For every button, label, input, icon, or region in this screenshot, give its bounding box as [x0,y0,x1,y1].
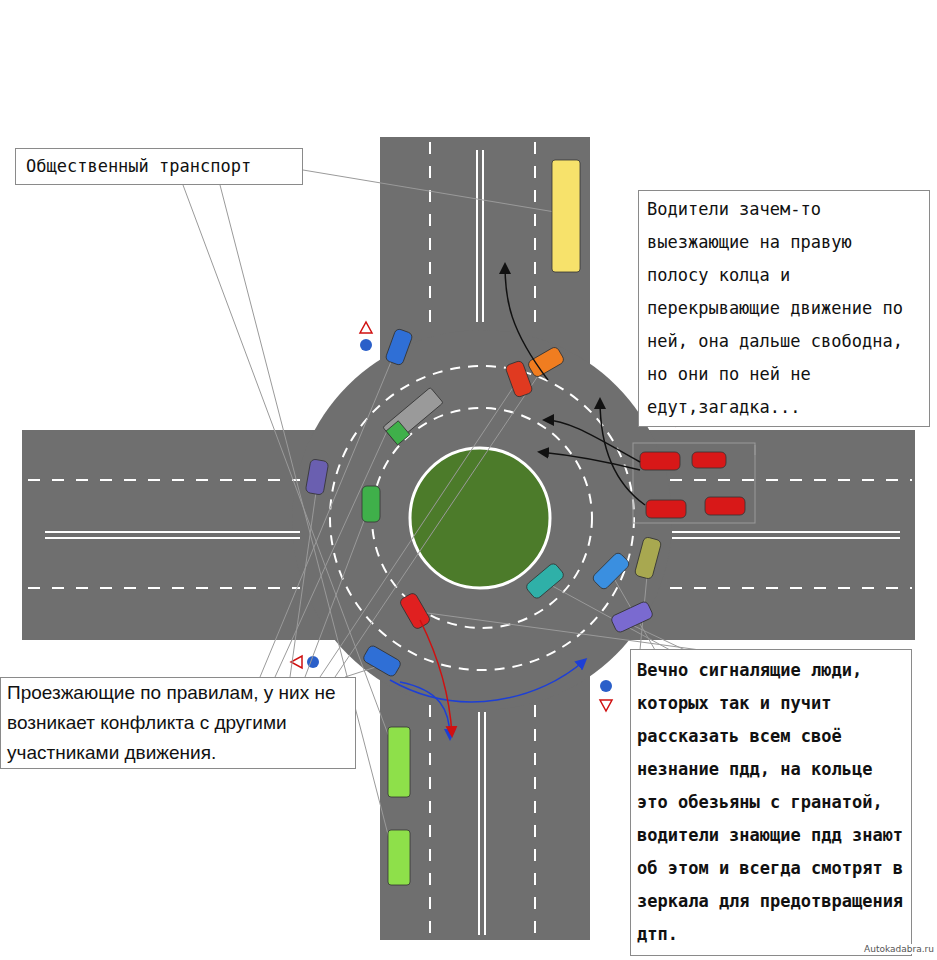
watermark: Autokadabra.ru [864,944,934,954]
callout-box: Вечно сигналящие люди, которых так и пуч… [630,649,912,956]
callout-text: Водители зачем-то выезжающие на правую п… [647,193,921,424]
callout-box: Общественный транспорт [15,148,303,185]
callout-text: Вечно сигналящие люди, которых так и пуч… [637,654,905,951]
callout-box: Водители зачем-то выезжающие на правую п… [638,190,930,427]
callout-text: Общественный транспорт [26,150,292,183]
callout-text: Проезжающие по правилам, у них не возник… [7,678,349,768]
callout-box: Проезжающие по правилам, у них не возник… [0,677,356,769]
